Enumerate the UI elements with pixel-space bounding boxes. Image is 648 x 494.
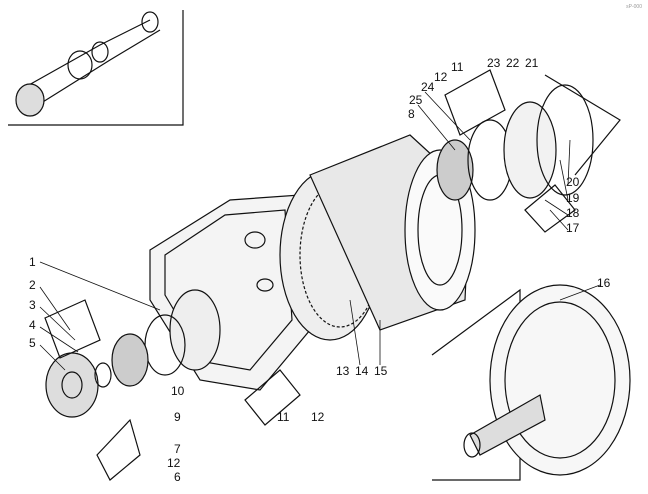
- leader-lines: [39, 91, 601, 371]
- part-label-15: 15: [374, 364, 388, 378]
- drawing-code: sP-000: [626, 4, 642, 10]
- part-label-6: 6: [174, 470, 181, 484]
- part-label-20: 20: [566, 175, 580, 189]
- part-label-4: 4: [29, 318, 36, 332]
- bearing-stack-right: [436, 74, 621, 201]
- part-label-2: 2: [29, 278, 36, 292]
- bearing-stack-left: [45, 289, 221, 418]
- part-label-11: 11: [277, 410, 290, 424]
- part-label-1: 1: [29, 255, 36, 269]
- inset-overview: [8, 10, 184, 126]
- part-label-9: 9: [174, 410, 181, 424]
- part-label-12: 12: [311, 410, 325, 424]
- part-label-21: 21: [525, 56, 539, 70]
- part-label-3: 3: [29, 298, 36, 312]
- part-label-10: 10: [171, 384, 185, 398]
- bolt-groups: [44, 69, 576, 481]
- part-label-17: 17: [566, 221, 580, 235]
- part-label-7: 7: [174, 442, 181, 456]
- part-label-19: 19: [566, 191, 580, 205]
- hub-shaft: [431, 284, 631, 481]
- part-label-12: 12: [167, 456, 181, 470]
- part-label-23: 23: [487, 56, 501, 70]
- part-label-25: 25: [409, 93, 423, 107]
- part-label-18: 18: [566, 206, 580, 220]
- part-label-5: 5: [29, 336, 36, 350]
- part-label-14: 14: [355, 364, 369, 378]
- part-label-8: 8: [408, 107, 415, 121]
- part-label-22: 22: [506, 56, 520, 70]
- part-label-13: 13: [336, 364, 350, 378]
- part-label-16: 16: [597, 276, 611, 290]
- part-label-11: 11: [451, 60, 464, 74]
- part-label-12: 12: [434, 70, 448, 84]
- part-label-24: 24: [421, 80, 435, 94]
